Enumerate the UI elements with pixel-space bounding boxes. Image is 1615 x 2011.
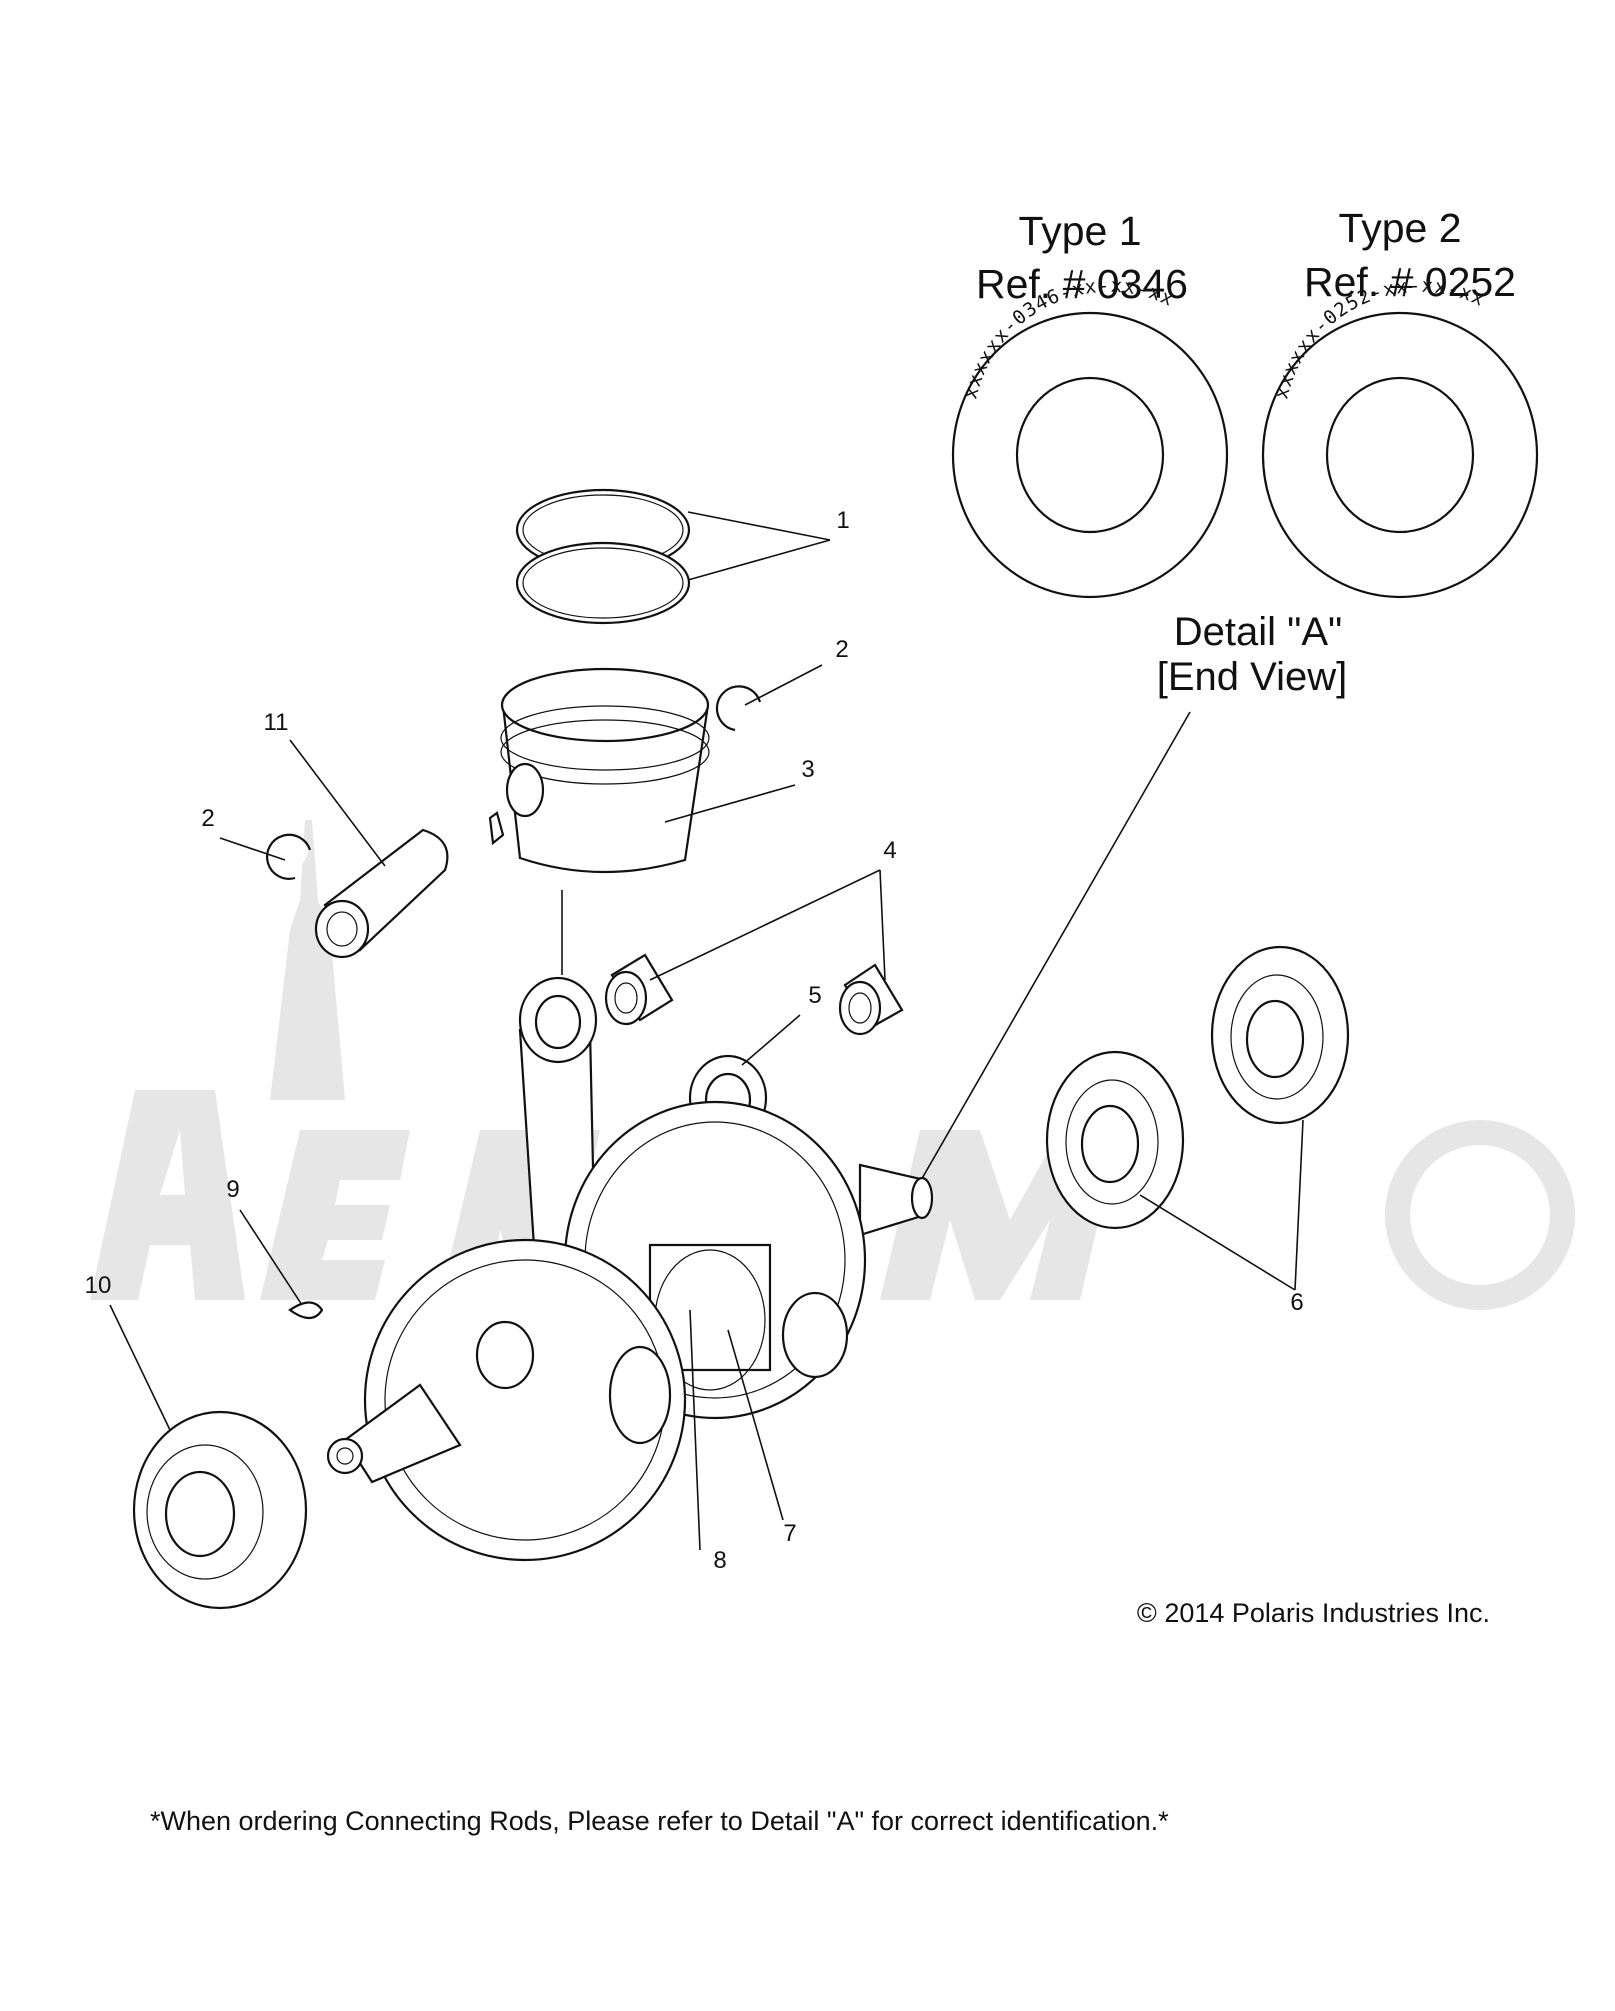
callout-5: 5 <box>808 982 821 1009</box>
roller-bearing <box>132 1410 308 1610</box>
circlip-left <box>266 833 312 880</box>
circlip-right <box>715 685 762 732</box>
type2-ref: Ref. # 0252 <box>1304 259 1516 305</box>
wrist-pin <box>314 828 449 959</box>
callout-3: 3 <box>801 756 814 783</box>
callout-1: 1 <box>836 507 849 534</box>
ball-bearing-front <box>1045 1050 1185 1230</box>
type1-end-view: xxxxxx-0346-xx-xx-xx <box>951 275 1229 599</box>
callout-2-right: 2 <box>835 636 848 663</box>
callout-8: 8 <box>713 1547 726 1574</box>
callout-11: 11 <box>264 709 289 736</box>
copyright-notice: © 2014 Polaris Industries Inc. <box>1137 1598 1490 1628</box>
callout-6: 6 <box>1290 1289 1303 1316</box>
woodruff-key <box>288 1301 324 1320</box>
ordering-footnote: *When ordering Connecting Rods, Please r… <box>150 1806 1169 1836</box>
type1-ref: Ref. # 0346 <box>976 261 1188 307</box>
needle-bearing-right <box>838 963 904 1036</box>
ball-bearing-rear <box>1210 945 1350 1125</box>
piston-rings <box>515 488 691 625</box>
callout-7: 7 <box>783 1520 796 1547</box>
callout-2-left: 2 <box>201 805 214 832</box>
type1-heading: Type 1 <box>1018 208 1141 254</box>
type2-heading: Type 2 <box>1338 205 1461 251</box>
crankshaft <box>326 1100 934 1562</box>
detail-a-subtitle: [End View] <box>1157 655 1348 699</box>
detail-a-title: Detail "A" <box>1174 610 1342 654</box>
callout-4: 4 <box>883 837 896 864</box>
piston <box>488 667 710 874</box>
type2-end-view: xxxxxx-0252-xx-xx-xx <box>1261 275 1539 599</box>
callout-10: 10 <box>85 1272 112 1299</box>
callout-9: 9 <box>226 1176 239 1203</box>
needle-bearing-left <box>604 953 674 1026</box>
